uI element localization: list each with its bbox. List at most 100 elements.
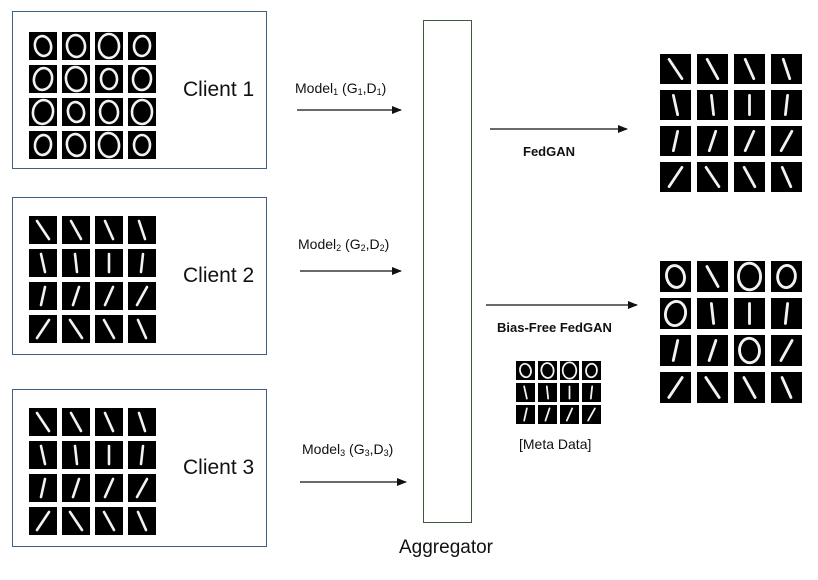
model-2-name: Model [298,236,337,252]
digit-0-sample-image [62,32,90,60]
digit-1-sample-image [771,372,802,403]
client-1-sample-grid [29,32,156,159]
digit-1-sample-image [29,282,57,310]
digit-0-sample-image [128,131,156,159]
client-3-label: Client 3 [183,456,255,479]
digit-0-sample-image [29,131,57,159]
model-3-generator: G [353,441,365,457]
digit-1-sample-image [582,405,601,424]
digit-1-sample-image [95,408,123,436]
digit-1-sample-image [29,507,57,535]
model-3-discriminator: D [373,441,384,457]
fedgan-output-grid [660,54,802,192]
digit-1-sample-image [660,162,691,192]
digit-1-sample-image [771,54,802,84]
client-2-label: Client 2 [183,264,255,287]
model-2-subscript: 2 [336,243,342,253]
model-1-subscript: 1 [333,87,339,97]
digit-1-sample-image [538,405,557,424]
digit-1-sample-image [95,441,123,469]
model-1-discriminator-subscript: 1 [376,87,382,97]
digit-0-sample-image [128,32,156,60]
model-1-generator-subscript: 1 [357,87,363,97]
digit-0-sample-image [62,131,90,159]
model-3-generator-subscript: 3 [364,448,370,458]
model-1-label: Model1 (G1,D1) [295,80,387,97]
digit-1-sample-image [734,298,765,329]
digit-1-sample-image [29,315,57,343]
digit-1-sample-image [697,162,728,192]
digit-1-sample-image [734,372,765,403]
bias-free-fedgan-label: Bias-Free FedGAN [497,320,612,335]
digit-0-sample-image [62,98,90,126]
client-3-sample-grid [29,408,156,535]
fedgan-label: FedGAN [523,144,575,159]
digit-1-sample-image [128,408,156,436]
digit-1-sample-image [538,383,557,402]
digit-1-sample-image [771,90,802,120]
digit-0-sample-image [516,361,535,380]
digit-1-sample-image [697,298,728,329]
model-2-discriminator: D [369,236,380,252]
digit-0-sample-image [660,261,691,292]
digit-1-sample-image [95,474,123,502]
client-3-box: Client 3 [12,389,267,547]
digit-1-sample-image [697,335,728,366]
client-2-box: Client 2 [12,197,267,355]
digit-1-sample-image [62,315,90,343]
model-2-generator-subscript: 2 [360,243,366,253]
digit-1-sample-image [697,54,728,84]
client-2-sample-grid [29,216,156,343]
digit-1-sample-image [29,408,57,436]
digit-1-sample-image [128,507,156,535]
digit-1-sample-image [29,216,57,244]
digit-0-sample-image [29,65,57,93]
aggregator-label: Aggregator [399,537,494,558]
digit-0-sample-image [29,32,57,60]
digit-1-sample-image [128,441,156,469]
client-1-label: Client 1 [183,78,255,101]
digit-0-sample-image [95,32,123,60]
digit-1-sample-image [62,216,90,244]
model-2-label: Model2 (G2,D2) [298,236,390,253]
digit-0-sample-image [582,361,601,380]
digit-1-sample-image [128,315,156,343]
digit-1-sample-image [62,282,90,310]
digit-1-sample-image [128,282,156,310]
digit-1-sample-image [734,54,765,84]
meta-data-grid [516,361,601,424]
digit-1-sample-image [697,372,728,403]
digit-1-sample-image [29,441,57,469]
digit-1-sample-image [771,298,802,329]
digit-1-sample-image [62,249,90,277]
digit-0-sample-image [62,65,90,93]
digit-1-sample-image [516,383,535,402]
digit-0-sample-image [771,261,802,292]
model-3-discriminator-subscript: 3 [383,448,389,458]
model-1-name: Model [295,80,334,96]
model-2-generator: G [349,236,361,252]
digit-1-sample-image [128,216,156,244]
digit-1-sample-image [697,126,728,156]
digit-1-sample-image [128,249,156,277]
digit-1-sample-image [95,282,123,310]
model-1-discriminator: D [366,80,377,96]
digit-0-sample-image [95,65,123,93]
digit-0-sample-image [128,65,156,93]
digit-1-sample-image [516,405,535,424]
client-1-box: Client 1 [12,11,267,169]
model-3-name: Model [302,441,341,457]
digit-1-sample-image [734,162,765,192]
model-3-label: Model3 (G3,D3) [302,441,394,458]
digit-1-sample-image [95,507,123,535]
digit-1-sample-image [771,335,802,366]
digit-1-sample-image [62,408,90,436]
digit-1-sample-image [29,249,57,277]
digit-1-sample-image [128,474,156,502]
digit-1-sample-image [95,216,123,244]
digit-1-sample-image [771,126,802,156]
digit-1-sample-image [95,249,123,277]
digit-0-sample-image [128,98,156,126]
digit-1-sample-image [560,383,579,402]
aggregator-box [423,20,472,523]
